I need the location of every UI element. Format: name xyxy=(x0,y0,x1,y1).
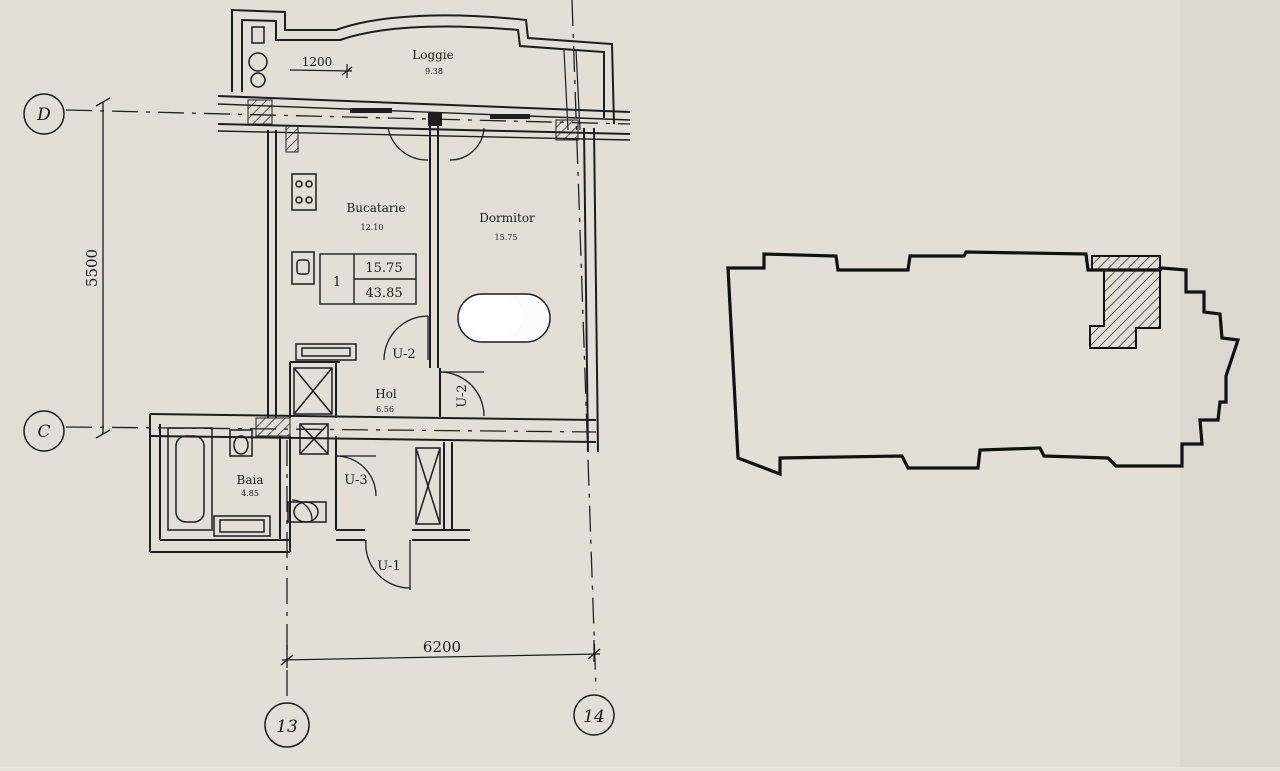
axis-label-c: C xyxy=(37,422,50,442)
wall-hatch xyxy=(555,119,579,141)
dimension-width-label: 6200 xyxy=(423,638,461,656)
room-area-baia: 4.85 xyxy=(241,489,259,498)
wall-hatch xyxy=(247,99,273,125)
bathtub xyxy=(167,427,213,531)
room-name-bucatarie: Bucatarie xyxy=(346,201,405,215)
redacted-blur xyxy=(462,296,522,336)
door-label-u2-kitchen: U-2 xyxy=(392,347,415,362)
apartment-location-highlight xyxy=(1089,255,1161,349)
room-area-bucatarie: 12.10 xyxy=(361,223,384,232)
dimension-loggia: 1200 xyxy=(289,55,353,78)
room-name-hol: Hol xyxy=(375,387,397,401)
dimension-depth-label: 5500 xyxy=(83,249,101,287)
room-name-dormitor: Dormitor xyxy=(479,211,535,225)
apartment-number: 1 xyxy=(333,275,341,290)
kitchen-stove xyxy=(291,173,317,211)
door-label-u2-bedroom: U-2 xyxy=(455,384,470,407)
room-name-baia: Baia xyxy=(237,473,264,487)
ventilation-shafts xyxy=(293,367,441,525)
axis-marker-14: 14 xyxy=(573,694,615,736)
wall-hatch xyxy=(255,417,291,437)
area-table xyxy=(319,253,417,305)
wall-hatch xyxy=(285,125,299,153)
kitchen-sink xyxy=(291,251,315,285)
room-area-dormitor: 15.75 xyxy=(495,233,518,242)
grid-lines xyxy=(65,0,631,700)
dimension-depth: 5500 xyxy=(83,97,111,439)
axis-label-13: 13 xyxy=(276,717,298,737)
room-name-loggie: Loggie xyxy=(412,48,454,62)
bathroom-radiator xyxy=(213,515,271,537)
room-area-hol: 6.56 xyxy=(376,405,394,414)
dimension-loggia-label: 1200 xyxy=(302,55,333,69)
radiator xyxy=(295,343,357,361)
axis-marker-c: C xyxy=(23,410,65,452)
axis-marker-d: D xyxy=(23,93,65,135)
building-key-plan xyxy=(726,250,1241,477)
bathroom-sink xyxy=(229,429,253,457)
door-label-u3: U-3 xyxy=(344,473,367,488)
toilet xyxy=(287,501,327,523)
loggia-walls xyxy=(231,8,615,131)
axis-label-d: D xyxy=(36,105,51,125)
apartment-walls xyxy=(149,122,599,553)
living-area-value: 15.75 xyxy=(365,261,402,276)
loggia-fixtures xyxy=(248,26,268,88)
axis-marker-13: 13 xyxy=(264,702,310,748)
dimension-width: 6200 xyxy=(280,638,601,668)
room-area-loggie: 9.38 xyxy=(425,67,443,76)
door-label-u1: U-1 xyxy=(377,559,400,574)
door-swings xyxy=(291,127,485,590)
axis-label-14: 14 xyxy=(583,707,605,727)
total-area-value: 43.85 xyxy=(365,286,402,301)
